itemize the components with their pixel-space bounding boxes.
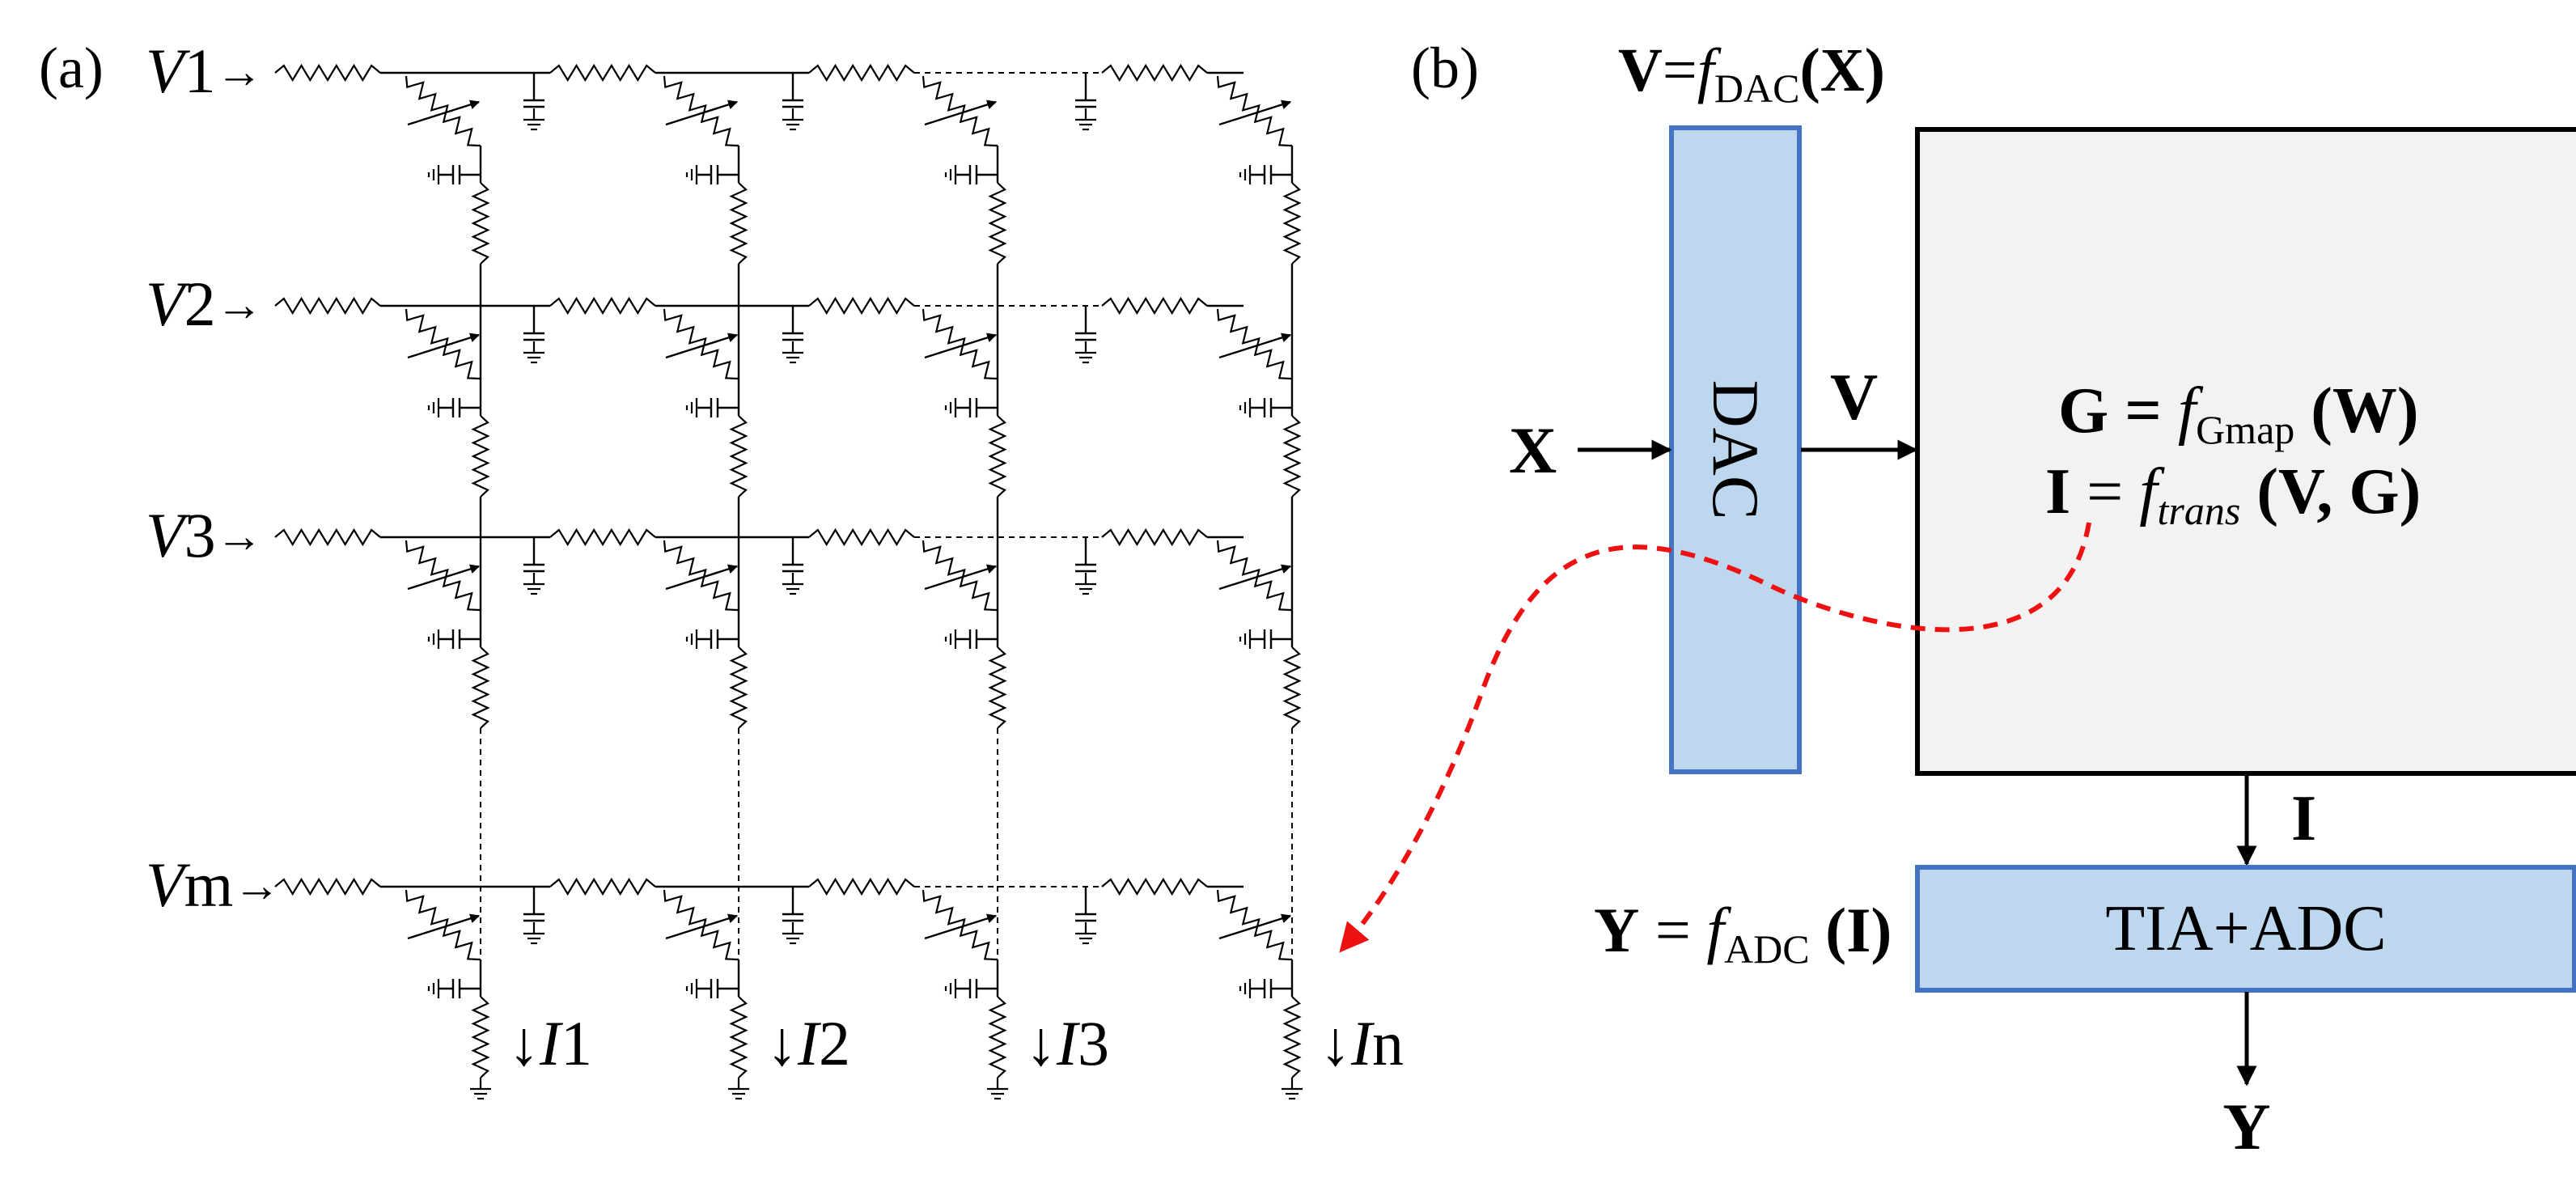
row-resistor	[808, 527, 915, 547]
memristor	[663, 540, 738, 612]
row-resistor	[549, 63, 656, 83]
column-resistor	[988, 182, 1007, 265]
v-signal-label: V	[1830, 360, 1878, 434]
row-resistor	[1101, 63, 1208, 83]
memristor	[922, 308, 997, 380]
row-label-v2: V2→	[146, 269, 263, 339]
row-resistor	[808, 63, 915, 83]
row-resistor	[808, 877, 915, 896]
row-resistor	[1101, 527, 1208, 547]
column-resistor	[988, 996, 1007, 1078]
memristor	[1216, 540, 1291, 612]
variable-arrow	[407, 100, 481, 126]
row-resistor	[274, 63, 381, 83]
column-resistor	[1282, 415, 1302, 498]
row-label-vm: Vm→	[146, 849, 280, 920]
column-resistor	[988, 415, 1007, 498]
memristor	[922, 540, 997, 612]
memristor	[922, 75, 997, 147]
memristor	[405, 308, 480, 380]
column-current-label-i3: ↓I3	[1025, 1008, 1109, 1078]
g-equation: G = fGmap (W)	[2058, 375, 2419, 452]
row-resistor	[1101, 877, 1208, 896]
panel-b: (b) V=fDAC(X) DAC X V G = fGmap (W) I = …	[1339, 36, 2576, 1163]
memristor	[1216, 75, 1291, 147]
column-resistor	[729, 415, 748, 498]
tia-adc-label: TIA+ADC	[2105, 893, 2386, 964]
row-resistor	[274, 877, 381, 896]
variable-arrow	[407, 564, 481, 591]
dac-label: DAC	[1699, 379, 1773, 519]
row-resistor	[549, 527, 656, 547]
row-resistor	[549, 296, 656, 316]
column-current-label-i1: ↓I1	[508, 1008, 592, 1078]
memristor	[405, 889, 480, 961]
column-resistor	[471, 182, 490, 265]
panel-b-label: (b)	[1411, 36, 1479, 100]
variable-arrow	[665, 333, 739, 359]
variable-arrow	[924, 100, 998, 126]
column-resistor	[1282, 996, 1302, 1078]
row-resistor	[274, 296, 381, 316]
row-resistor	[808, 296, 915, 316]
crossbar-model-block	[1915, 127, 2576, 776]
memristor	[663, 308, 738, 380]
memristor	[405, 540, 480, 612]
variable-arrow	[665, 100, 739, 126]
memristor	[1216, 889, 1291, 961]
column-resistor	[729, 182, 748, 265]
memristor	[1216, 308, 1291, 380]
i-signal-label: I	[2291, 783, 2316, 854]
column-resistor	[471, 415, 490, 498]
variable-arrow	[665, 913, 739, 940]
crossbar-array	[274, 63, 1303, 1100]
v-equation: V=fDAC(X)	[1618, 36, 1885, 111]
column-resistor	[471, 646, 490, 729]
column-resistor	[471, 996, 490, 1078]
variable-arrow	[924, 333, 998, 359]
row-resistor	[1101, 296, 1208, 316]
variable-arrow	[1218, 913, 1292, 940]
row-resistor	[549, 877, 656, 896]
row-voltage-labels: V1→ V2→ V3→ Vm→	[146, 36, 280, 920]
variable-arrow	[1218, 564, 1292, 591]
column-current-label-in: ↓In	[1320, 1008, 1404, 1078]
variable-arrow	[407, 333, 481, 359]
variable-arrow	[1218, 100, 1292, 126]
column-current-label-i2: ↓I2	[766, 1008, 850, 1078]
y-equation: Y = fADC (I)	[1594, 895, 1892, 972]
x-input-label: X	[1509, 413, 1557, 487]
row-resistor	[274, 527, 381, 547]
variable-arrow	[407, 913, 481, 940]
row-label-v1: V1→	[146, 36, 263, 106]
column-resistor	[729, 996, 748, 1078]
variable-arrow	[665, 564, 739, 591]
column-resistor	[988, 646, 1007, 729]
panel-a: (a) V1→ V2→ V3→ Vm→ ↓I1 ↓I2 ↓I3 ↓In	[39, 36, 1404, 1100]
variable-arrow	[1218, 333, 1292, 359]
column-current-labels: ↓I1 ↓I2 ↓I3 ↓In	[508, 1008, 1404, 1078]
i-equation: I = ftrans (V, G)	[2045, 456, 2421, 533]
column-resistor	[729, 646, 748, 729]
variable-arrow	[924, 564, 998, 591]
memristor	[405, 75, 480, 147]
variable-arrow	[924, 913, 998, 940]
y-output-label: Y	[2222, 1090, 2270, 1163]
tia-adc-block	[1915, 865, 2576, 993]
dac-block	[1669, 125, 1802, 774]
row-label-v3: V3→	[146, 500, 263, 570]
column-resistor	[1282, 182, 1302, 265]
memristor	[663, 889, 738, 961]
column-resistor	[1282, 646, 1302, 729]
panel-a-label: (a)	[39, 36, 104, 100]
memristor	[922, 889, 997, 961]
memristor	[663, 75, 738, 147]
